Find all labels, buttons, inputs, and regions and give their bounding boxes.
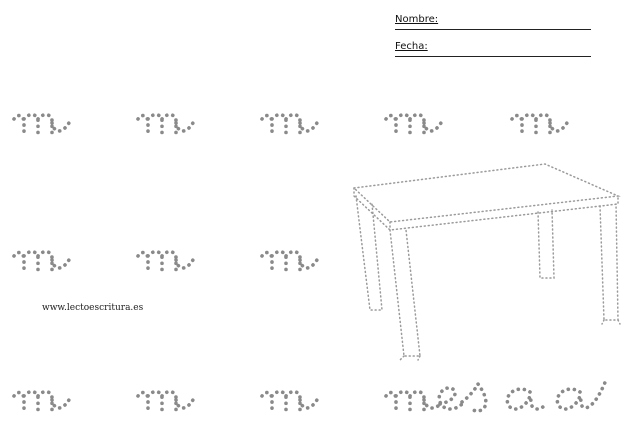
- tracing-row-3: [12, 389, 322, 412]
- trace-letter-m: [260, 112, 322, 135]
- date-field[interactable]: Fecha:: [395, 40, 591, 57]
- trace-letter-m: [12, 389, 74, 412]
- name-label: Nombre:: [395, 14, 439, 25]
- trace-letter-m: [384, 112, 446, 135]
- trace-letter-m: [136, 112, 198, 135]
- table-illustration: [352, 163, 621, 361]
- trace-letter-m: [136, 389, 198, 412]
- tracing-row-1: [12, 112, 572, 135]
- trace-letter-m: [260, 249, 322, 272]
- trace-letter-m: [260, 389, 322, 412]
- trace-letter-m: [136, 249, 198, 272]
- website-credit: www.lectoescritura.es: [42, 303, 144, 313]
- trace-letter-m: [510, 112, 572, 135]
- date-label: Fecha:: [395, 41, 428, 52]
- trace-word-mesa: [384, 378, 608, 413]
- tracing-row-2: [12, 249, 322, 272]
- trace-letter-m: [12, 112, 74, 135]
- name-field[interactable]: Nombre:: [395, 13, 591, 30]
- trace-letter-m: [12, 249, 74, 272]
